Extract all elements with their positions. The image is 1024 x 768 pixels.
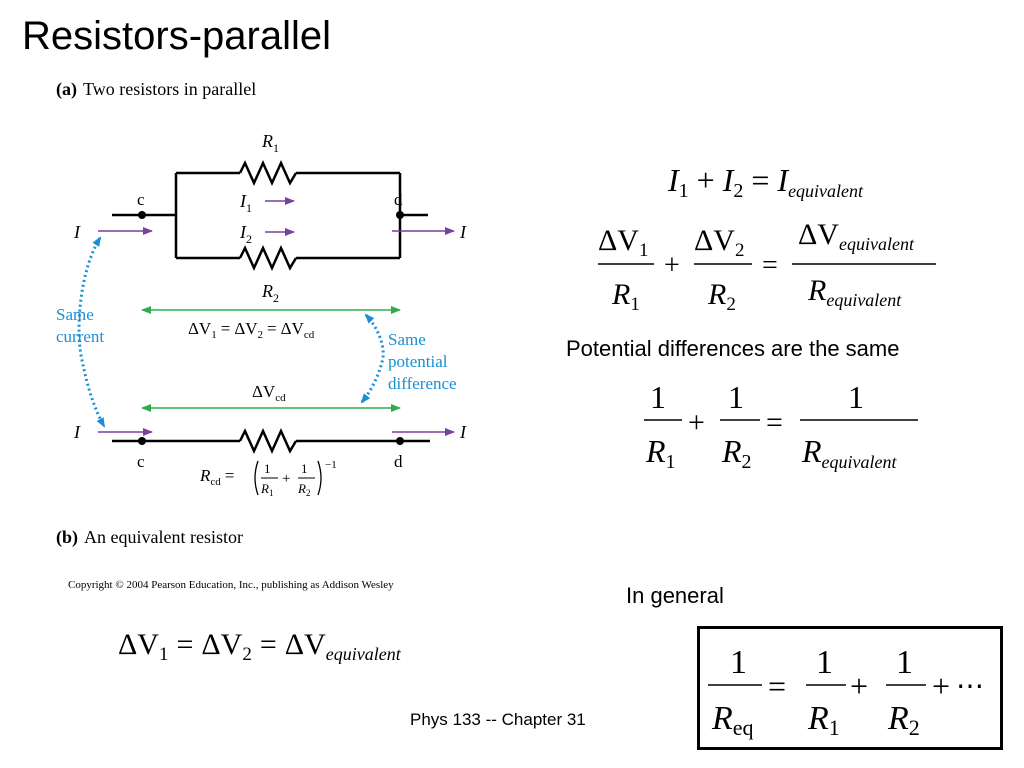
svg-text:R1: R1 (645, 433, 676, 473)
svg-text:+: + (932, 668, 950, 704)
label-dv-equality: ΔV1=ΔV2=ΔVcd (188, 319, 315, 341)
label-c-top: c (137, 190, 145, 209)
circuit-diagram: R1 R2 I1 I2 c d I I I I c d ΔV1=ΔV2=ΔVcd… (56, 131, 467, 498)
svg-text:ΔVequivalent: ΔVequivalent (798, 218, 915, 254)
svg-text:Rcd=: Rcd= (199, 466, 234, 488)
svg-text:+: + (664, 250, 680, 281)
svg-text:1: 1 (848, 379, 864, 415)
same-potential-arrow (360, 313, 385, 404)
svg-text:ΔV1: ΔV1 (598, 224, 648, 261)
svg-text:R1: R1 (611, 278, 640, 315)
label-d-bottom: d (394, 452, 403, 471)
svg-text:1: 1 (730, 644, 747, 681)
equivalent-circuit (112, 427, 430, 455)
svg-text:1: 1 (728, 379, 744, 415)
label-i-in-top: I (73, 222, 81, 242)
figure-letter-b: (b) (56, 527, 78, 547)
equation-reciprocal: 1 R1 + 1 R2 = 1 Requivalent (644, 379, 918, 473)
resistor-r2-zigzag (238, 244, 298, 272)
label-i-out-top: I (459, 222, 467, 242)
svg-text:R1: R1 (807, 700, 840, 740)
svg-text:=: = (766, 406, 783, 439)
node-c-bottom (138, 437, 146, 445)
note-in-general: In general (626, 583, 724, 608)
svg-text:R2: R2 (721, 433, 752, 473)
copyright-notice: Copyright © 2004 Pearson Education, Inc.… (68, 579, 394, 591)
svg-text:1: 1 (264, 461, 271, 476)
svg-text:1: 1 (816, 644, 833, 681)
label-i-in-bottom: I (73, 422, 81, 442)
same-current-arrow (77, 236, 106, 428)
svg-text:−1: −1 (325, 459, 337, 471)
slide-title: Resistors-parallel (22, 14, 331, 58)
svg-text:+: + (688, 406, 705, 439)
equation-general: 1 Req = 1 R1 + 1 R2 + ⋯ (708, 644, 984, 740)
label-d-top: d (394, 190, 403, 209)
label-dvcd: ΔVcd (252, 382, 286, 404)
svg-text:1: 1 (301, 461, 308, 476)
svg-text:1: 1 (896, 644, 913, 681)
svg-text:ΔV2: ΔV2 (694, 224, 744, 261)
figure-caption-a: (a) Two resistors in parallel (56, 79, 256, 100)
note-potential-same: Potential differences are the same (566, 336, 900, 361)
svg-text:+: + (282, 471, 290, 487)
label-i-out-bottom: I (459, 422, 467, 442)
slide-footer: Phys 133 -- Chapter 31 (410, 710, 586, 729)
svg-text:=: = (768, 668, 786, 704)
svg-text:⋯: ⋯ (956, 671, 984, 702)
label-i1: I1 (239, 191, 252, 215)
label-i2: I2 (239, 222, 252, 246)
svg-text:ΔV1=ΔV2=ΔVequivalent: ΔV1=ΔV2=ΔVequivalent (118, 628, 402, 665)
svg-text:Requivalent: Requivalent (801, 433, 898, 472)
svg-text:R2: R2 (297, 481, 310, 498)
figure-caption-a-text: Two resistors in parallel (83, 79, 257, 99)
svg-text:Requivalent: Requivalent (807, 274, 902, 310)
svg-text:I1+I2=Iequivalent: I1+I2=Iequivalent (667, 162, 864, 202)
svg-text:R2: R2 (707, 278, 736, 315)
general-equation-box: 1 Req = 1 R1 + 1 R2 + ⋯ (697, 626, 1003, 750)
svg-text:R2: R2 (887, 700, 920, 740)
node-c-top (138, 211, 146, 219)
node-d-bottom (396, 437, 404, 445)
resistor-r1-zigzag (238, 159, 298, 187)
equation-voltages-equal: ΔV1=ΔV2=ΔVequivalent (118, 628, 402, 665)
figure-letter-a: (a) (56, 79, 77, 99)
svg-text:=: = (762, 250, 778, 281)
rcd-formula: Rcd= 1 R1 + 1 R2 −1 (199, 459, 337, 498)
label-r2: R2 (261, 281, 279, 305)
svg-text:R1: R1 (260, 481, 273, 498)
svg-text:+: + (850, 668, 868, 704)
parallel-circuit (112, 159, 428, 272)
equation-voltage-over-resistance: ΔV1 R1 + ΔV2 R2 = ΔVequivalent Requivale… (598, 218, 936, 315)
label-same-potential: Same potential difference (388, 330, 457, 393)
resistor-rcd-zigzag (238, 427, 298, 455)
equation-current-sum: I1+I2=Iequivalent (667, 162, 864, 202)
node-d-top (396, 211, 404, 219)
label-same-current: Same current (56, 305, 104, 346)
figure-caption-b-text: An equivalent resistor (84, 527, 243, 547)
figure-caption-b: (b) An equivalent resistor (56, 527, 243, 548)
svg-text:1: 1 (650, 379, 666, 415)
svg-text:Req: Req (711, 700, 754, 740)
label-r1: R1 (261, 131, 279, 155)
label-c-bottom: c (137, 452, 145, 471)
